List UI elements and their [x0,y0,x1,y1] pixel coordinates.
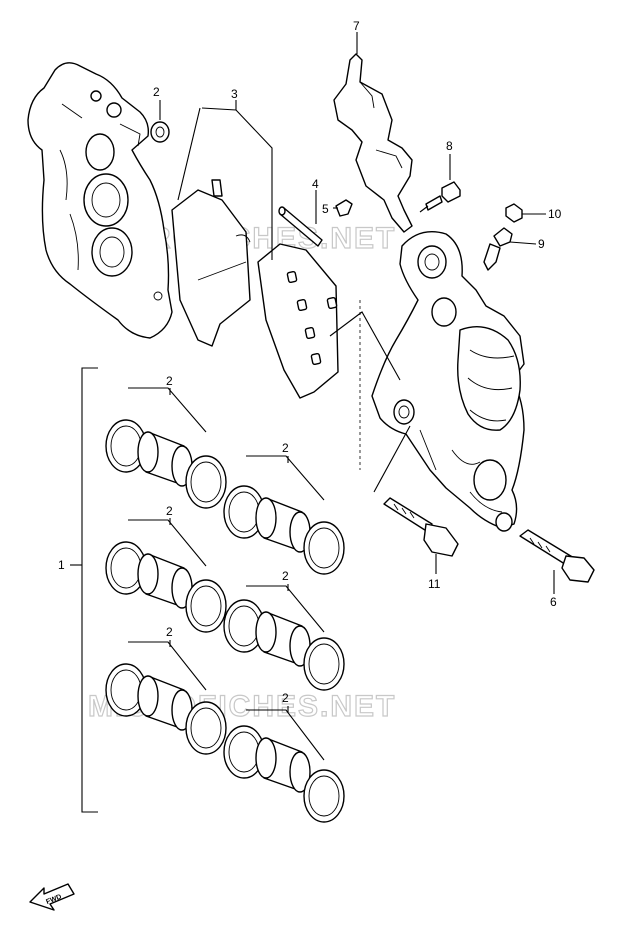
callout-9: 9 [538,237,545,251]
caliper-inner-half [371,231,525,532]
callout-2-d: 2 [282,569,289,583]
callout-3: 3 [231,87,238,101]
mounting-bolt-6 [519,529,595,583]
bracket-bolt [425,181,461,211]
callout-7: 7 [353,19,360,33]
bleeder-cap [505,203,523,223]
callout-2-top: 2 [153,85,160,99]
piston-set-e [105,641,227,755]
mounting-bolt-11 [383,497,459,557]
bleeder-valve [483,227,513,271]
caliper-bracket [333,53,413,233]
seal-small [150,121,170,143]
brake-pad-right [257,243,339,399]
brake-pad-left [171,179,251,347]
callout-5: 5 [322,202,329,216]
callout-8: 8 [446,139,453,153]
piston-set-a [105,387,227,509]
callout-6: 6 [550,595,557,609]
piston-set-c [105,519,227,633]
piston-set-b [223,455,345,575]
callout-2-e: 2 [166,625,173,639]
callout-2-c: 2 [166,504,173,518]
callout-11: 11 [428,577,441,591]
pad-spring-clip [335,199,353,217]
callout-1: 1 [58,558,65,572]
callout-2-f: 2 [282,691,289,705]
callout-10: 10 [548,207,562,221]
caliper-outer-half [27,62,173,339]
piston-set-f [223,709,345,823]
callout-4: 4 [312,177,319,191]
piston-set-d [223,585,345,691]
pad-pin [278,206,323,247]
callout-2-b: 2 [282,441,289,455]
forward-direction-arrow-icon: FWD [29,883,75,911]
callout-2-a: 2 [166,374,173,388]
